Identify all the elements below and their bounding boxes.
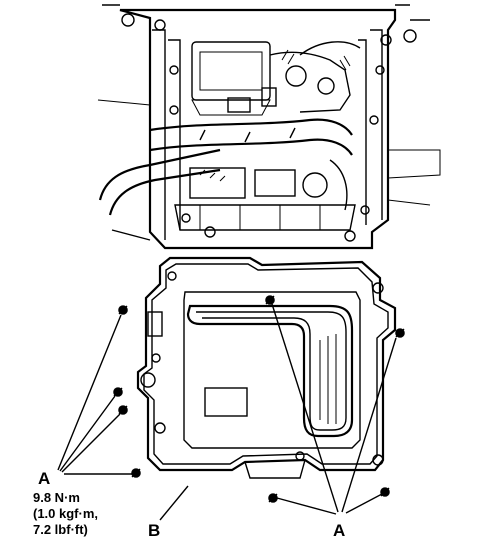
engine-assembly [97, 4, 441, 250]
label-a-bottom: A [333, 521, 346, 540]
bolt [265, 295, 275, 305]
bolt-group [113, 295, 405, 503]
leader-lines [57, 303, 397, 521]
torque-spec-kgf: (1.0 kgf·m, [33, 506, 99, 521]
label-b: B [148, 521, 161, 540]
cover-plate [136, 256, 397, 479]
label-a-left: A [38, 469, 51, 488]
bolt [118, 405, 128, 415]
bolt [268, 493, 278, 503]
bolt [113, 387, 123, 397]
bolt [380, 487, 390, 497]
bolt [118, 305, 128, 315]
bolt [395, 328, 405, 338]
torque-spec-lbf: 7.2 lbf·ft) [33, 522, 88, 537]
bolt [131, 468, 141, 478]
torque-spec-nm: 9.8 N·m [33, 490, 80, 505]
